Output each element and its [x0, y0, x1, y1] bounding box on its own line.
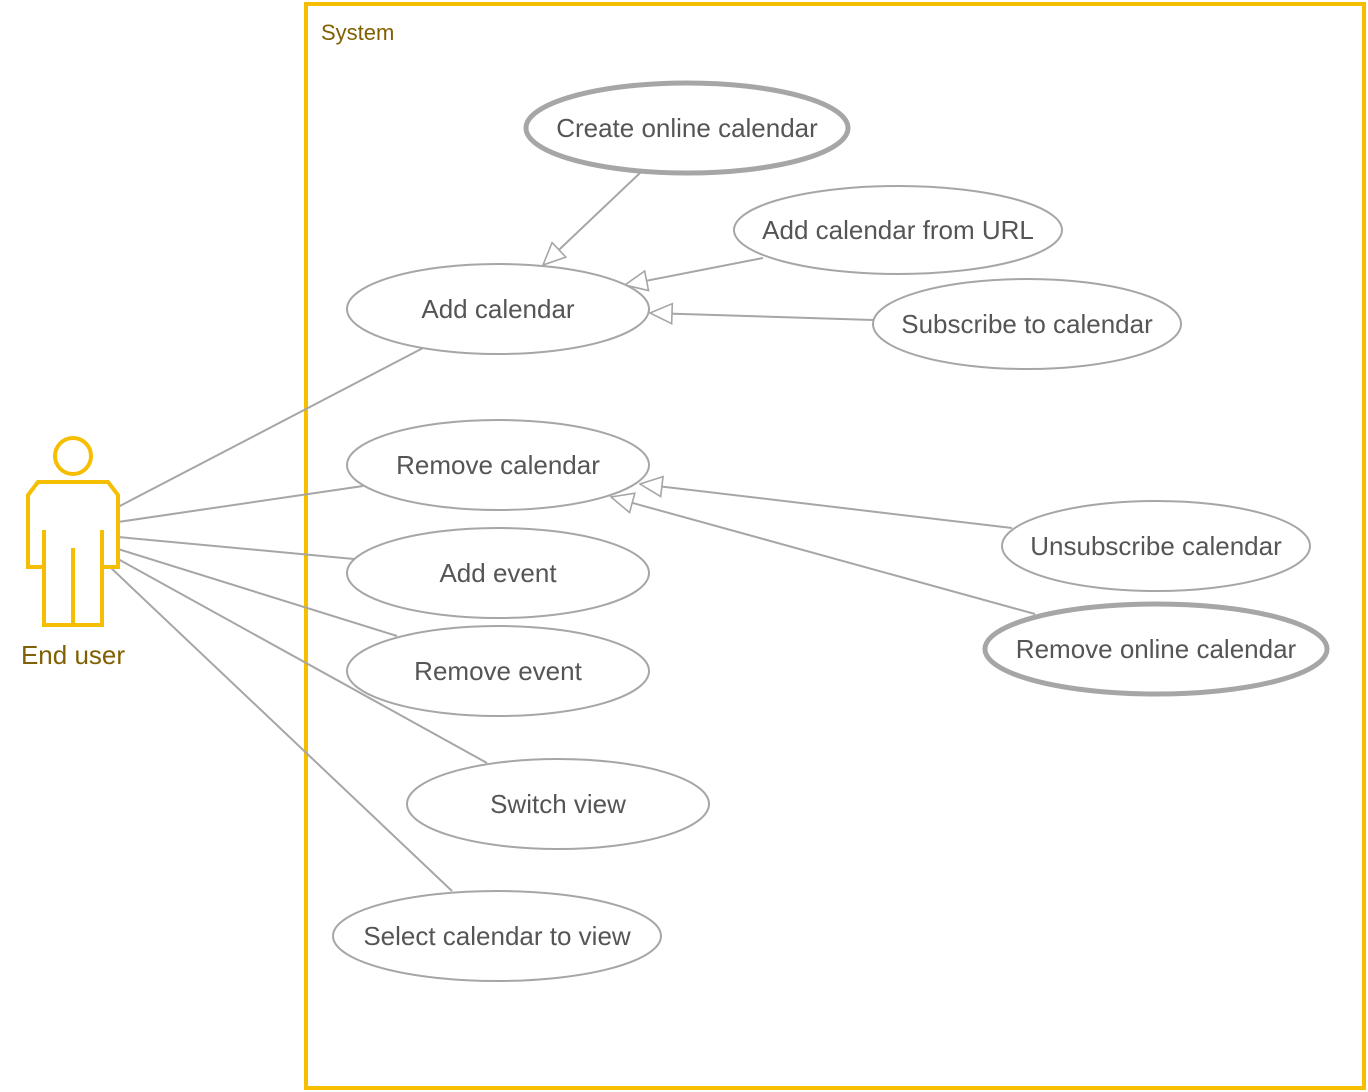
use-case-remove-online-calendar: Remove online calendar	[1016, 634, 1297, 664]
use-case-create-online-calendar-shape	[523, 80, 851, 176]
generalization-remove-online-calendar	[611, 497, 1036, 615]
use-case-remove-online-calendar-shape	[982, 601, 1330, 697]
use-case-add-event: Add event	[439, 558, 557, 588]
actor-label: End user	[21, 640, 125, 670]
association-select-calendar-to-view	[109, 566, 453, 892]
association-add-event	[117, 536, 355, 560]
use-case-remove-event: Remove event	[414, 656, 582, 686]
use-case-remove-event-shape	[346, 625, 650, 717]
use-case-subscribe-to-calendar-shape	[872, 278, 1182, 370]
use-case-unsubscribe-calendar-shape	[1001, 500, 1311, 592]
generalization-create-online-calendar	[543, 172, 641, 265]
association-remove-event	[117, 548, 398, 637]
use-case-add-calendar-from-url-shape	[733, 185, 1063, 275]
system-label: System	[321, 20, 394, 45]
generalization-subscribe-to-calendar	[650, 313, 874, 320]
generalization-unsubscribe-calendar	[640, 484, 1013, 529]
use-case-add-calendar: Add calendar	[421, 294, 575, 324]
association-switch-view	[117, 558, 488, 764]
system-boundary	[304, 2, 1366, 1090]
association-add-calendar	[117, 347, 424, 508]
use-case-add-calendar-shape	[346, 263, 650, 355]
actor-figure-icon	[26, 436, 120, 627]
use-case-select-calendar-to-view-shape	[332, 890, 662, 982]
association-remove-calendar	[117, 485, 364, 523]
use-case-select-calendar-to-view: Select calendar to view	[363, 921, 631, 951]
use-case-unsubscribe-calendar: Unsubscribe calendar	[1030, 531, 1282, 561]
generalization-add-calendar-from-url	[625, 257, 764, 285]
use-case-add-calendar-from-url: Add calendar from URL	[762, 215, 1034, 245]
use-case-switch-view-shape	[406, 758, 710, 850]
use-case-create-online-calendar: Create online calendar	[556, 113, 818, 143]
use-case-add-event-shape	[346, 527, 650, 619]
use-case-remove-calendar: Remove calendar	[396, 450, 600, 480]
use-case-remove-calendar-shape	[346, 419, 650, 511]
use-case-switch-view: Switch view	[490, 789, 626, 819]
use-case-subscribe-to-calendar: Subscribe to calendar	[901, 309, 1153, 339]
